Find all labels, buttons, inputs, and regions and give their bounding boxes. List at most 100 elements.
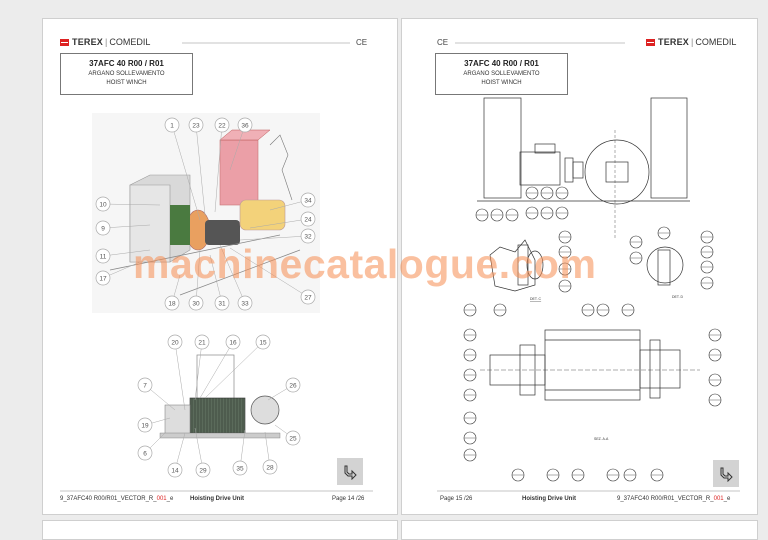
callout-17: 17 <box>95 261 141 286</box>
callout-27: 27 <box>229 247 316 305</box>
part-balloon <box>708 393 722 407</box>
part-balloon <box>463 303 477 317</box>
part-balloon <box>621 303 635 317</box>
part-balloon <box>558 230 572 244</box>
part-balloon <box>708 373 722 387</box>
detail-d-label: DET. D <box>672 295 684 299</box>
callout-6: 6 <box>137 432 166 461</box>
callout-24: 24 <box>249 211 316 229</box>
callout-7: 7 <box>137 377 176 411</box>
part-balloon <box>571 468 585 482</box>
callout-34: 34 <box>269 192 316 211</box>
svg-text:33: 33 <box>241 300 249 307</box>
header-rule <box>455 42 625 44</box>
svg-text:15: 15 <box>259 339 267 346</box>
next-page-arrow-icon <box>720 467 733 482</box>
part-balloon <box>546 468 560 482</box>
svg-text:7: 7 <box>143 382 147 389</box>
winch-front-view-drawing <box>159 354 281 439</box>
part-balloon <box>700 260 714 274</box>
part-balloon <box>629 251 643 265</box>
svg-text:22: 22 <box>218 122 226 129</box>
svg-text:32: 32 <box>304 233 312 240</box>
doc-subtitle-it: ARGANO SOLLEVAMENTO <box>463 71 540 77</box>
ce-mark: CE <box>356 38 368 47</box>
callout-18: 18 <box>164 274 181 311</box>
footer-filename: 9_37AFC40 R00/R01_VECTOR_R_001_e <box>60 496 174 502</box>
part-balloon <box>700 276 714 290</box>
svg-text:27: 27 <box>304 294 312 301</box>
svg-text:36: 36 <box>241 122 249 129</box>
part-balloon <box>490 208 504 222</box>
part-balloon <box>555 186 569 200</box>
callout-11: 11 <box>95 248 151 264</box>
part-balloon <box>463 388 477 402</box>
part-balloon <box>700 245 714 259</box>
callout-16: 16 <box>199 334 241 399</box>
part-balloon <box>558 245 572 259</box>
part-balloon <box>511 468 525 482</box>
doc-subtitle-en: HOIST WINCH <box>481 80 522 86</box>
detail-c-label: DET. C <box>530 297 542 301</box>
part-balloon <box>463 328 477 342</box>
svg-text:29: 29 <box>199 467 207 474</box>
part-balloon <box>463 348 477 362</box>
next-page-button[interactable] <box>337 458 363 485</box>
svg-text:18: 18 <box>168 300 176 307</box>
part-balloon <box>606 468 620 482</box>
svg-text:21: 21 <box>198 339 206 346</box>
part-balloon <box>708 348 722 362</box>
part-balloon <box>708 328 722 342</box>
footer-section: Hoisting Drive Unit <box>190 496 245 502</box>
page-15 <box>401 18 758 515</box>
svg-text:24: 24 <box>304 216 312 223</box>
part-balloon <box>629 235 643 249</box>
footer-page: Page 14 /26 <box>332 496 365 502</box>
part-balloon <box>558 262 572 276</box>
callout-23: 23 <box>188 117 206 216</box>
svg-text:17: 17 <box>99 275 107 282</box>
part-balloon <box>596 303 610 317</box>
svg-text:35: 35 <box>236 465 244 472</box>
title-box: 37AFC 40 R00 / R01 ARGANO SOLLEVAMENTO H… <box>435 53 568 95</box>
part-balloon <box>463 431 477 445</box>
terex-logo-icon <box>60 38 69 46</box>
doc-subtitle-it: ARGANO SOLLEVAMENTO <box>88 71 165 77</box>
callout-22: 22 <box>214 117 230 213</box>
svg-text:19: 19 <box>141 422 149 429</box>
part-balloon <box>623 468 637 482</box>
svg-text:34: 34 <box>304 197 312 204</box>
ce-mark: CE <box>437 38 449 47</box>
part-balloon <box>525 206 539 220</box>
callout-19: 19 <box>137 417 171 433</box>
svg-text:20: 20 <box>171 339 179 346</box>
exploded-view-drawing <box>92 113 320 313</box>
part-balloon <box>650 468 664 482</box>
part-balloon <box>700 230 714 244</box>
next-page-button[interactable] <box>713 460 739 487</box>
part-balloon <box>463 448 477 462</box>
callout-21: 21 <box>194 334 210 401</box>
callout-9: 9 <box>95 220 151 236</box>
callout-25: 25 <box>274 424 301 446</box>
callout-14: 14 <box>167 432 186 478</box>
callout-33: 33 <box>219 244 253 311</box>
svg-text:30: 30 <box>192 300 200 307</box>
part-balloon <box>540 186 554 200</box>
doc-title: 37AFC 40 R00 / R01 <box>464 59 539 68</box>
section-label: SEZ. A-A <box>594 437 609 441</box>
part-balloon <box>555 206 569 220</box>
doc-subtitle-en: HOIST WINCH <box>106 80 147 86</box>
callout-36: 36 <box>229 117 253 171</box>
callout-15: 15 <box>204 334 271 399</box>
detail-d-drawing <box>646 246 684 286</box>
callout-10: 10 <box>95 196 161 212</box>
svg-text:28: 28 <box>266 464 274 471</box>
callout-30: 30 <box>188 249 204 311</box>
callout-29: 29 <box>194 427 211 478</box>
brand-logo: TEREX|COMEDIL <box>60 37 150 47</box>
part-balloon <box>463 411 477 425</box>
svg-text:31: 31 <box>218 300 226 307</box>
callout-32: 32 <box>239 228 316 244</box>
